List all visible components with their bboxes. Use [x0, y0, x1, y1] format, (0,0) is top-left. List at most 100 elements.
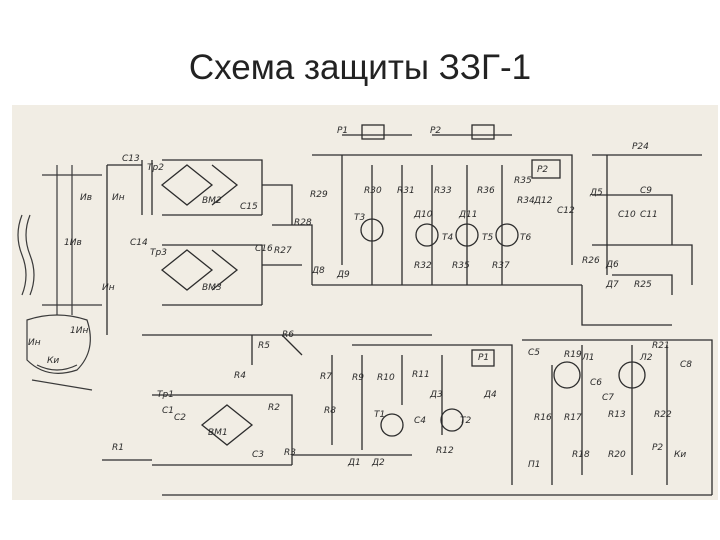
label-bottom-28: R18 [572, 450, 590, 460]
label-top-24: С11 [640, 210, 658, 220]
label-hand-2: 1Ив [64, 238, 82, 248]
label-bottom-38: Л2 [639, 353, 653, 363]
label-top-4: R30 [364, 186, 382, 196]
label-top-29: Т3 [354, 213, 365, 223]
label-top-5: R31 [397, 186, 415, 196]
label-top-12: Тр2 [147, 163, 164, 173]
label-bottom-16: Д1 [347, 458, 361, 468]
label-bottom-25: R13 [608, 410, 626, 420]
label-top-20: ВМ3 [202, 283, 222, 293]
label-bottom-7: R10 [377, 373, 395, 383]
label-top-22: С9 [640, 186, 652, 196]
label-top-2: Р24 [632, 142, 649, 152]
label-top-28: Д10 [413, 210, 433, 220]
label-bottom-35: С7 [602, 393, 614, 403]
label-top-27: Д12 [533, 196, 553, 206]
label-top-39: R25 [634, 280, 652, 290]
label-top-11: С13 [122, 154, 140, 164]
top-labels: Р1 Р2 Р24 Р2 R30 R31 R33 R36 R29 R35 R34… [122, 126, 658, 293]
label-bottom-0: R6 [282, 330, 294, 340]
label-top-38: Д9 [336, 270, 350, 280]
label-top-1: Р2 [430, 126, 441, 136]
label-top-30: Т4 [442, 233, 453, 243]
label-bottom-26: R16 [534, 413, 552, 423]
label-hand-0: Ив [80, 193, 92, 203]
label-bottom-36: С8 [680, 360, 692, 370]
top-relays [361, 124, 561, 179]
label-top-18: Тр3 [150, 248, 167, 258]
label-hand-4: Ки [47, 356, 59, 366]
label-top-41: Д7 [605, 280, 619, 290]
label-bottom-12: Т1 [374, 410, 385, 420]
label-bottom-33: С5 [528, 348, 540, 358]
label-top-25: С12 [557, 206, 575, 216]
label-bottom-21: Тр1 [157, 390, 174, 400]
label-top-6: R33 [434, 186, 452, 196]
label-bottom-2: R4 [234, 371, 246, 381]
label-top-31: Т5 [482, 233, 493, 243]
label-top-19: ВМ2 [202, 196, 222, 206]
label-bottom-32: R22 [654, 410, 672, 420]
label-top-34: R35 [452, 261, 470, 271]
label-bottom-34: С6 [590, 378, 602, 388]
label-top-14: С16 [255, 244, 273, 254]
label-bottom-4: R7 [320, 372, 332, 382]
label-top-3: Р2 [537, 165, 548, 175]
label-top-7: R36 [477, 186, 495, 196]
top-circuit-wiring [106, 134, 702, 335]
label-top-26: Д11 [458, 210, 477, 220]
label-bottom-1: R5 [258, 341, 270, 351]
label-top-15: R27 [274, 246, 292, 256]
bottom-transistors-and-lamps [380, 349, 646, 437]
label-bottom-39: П1 [528, 460, 541, 470]
label-bottom-31: R21 [652, 341, 670, 351]
label-top-16: R28 [294, 218, 312, 228]
hand-drawn-transformer [17, 165, 102, 391]
label-bottom-6: R9 [352, 373, 364, 383]
slide-title: Схема защиты ЗЗГ-1 [188, 48, 532, 87]
label-bottom-30: R20 [608, 450, 626, 460]
schematic-scan: Ив Ин 1Ив 1Ин Ки Ин Ин [12, 105, 718, 500]
label-bottom-37: Л1 [581, 353, 595, 363]
label-top-23: С10 [618, 210, 636, 220]
label-top-10: R34 [517, 196, 535, 206]
label-top-37: Д8 [311, 266, 325, 276]
label-bottom-3: R3 [284, 448, 296, 458]
label-top-35: R37 [492, 261, 510, 271]
label-bottom-40: Р2 [652, 443, 663, 453]
label-bottom-5: R8 [324, 406, 336, 416]
label-bottom-24: R1 [112, 443, 124, 453]
label-top-33: R32 [414, 261, 432, 271]
label-bottom-23: R2 [268, 403, 280, 413]
label-hand-6: Ин [28, 338, 41, 348]
label-top-8: R29 [310, 190, 328, 200]
top-transistors [360, 218, 519, 247]
label-bottom-13: Т2 [460, 416, 471, 426]
label-hand-3: 1Ин [70, 326, 88, 336]
bottom-circuit-wiring [102, 334, 713, 496]
label-bottom-18: С1 [162, 406, 174, 416]
label-top-17: С14 [130, 238, 148, 248]
label-bottom-22: ВМ1 [208, 428, 228, 438]
label-bottom-29: R19 [564, 350, 582, 360]
label-bottom-15: R12 [436, 446, 454, 456]
label-top-13: С15 [240, 202, 258, 212]
label-bottom-9: Р1 [478, 353, 489, 363]
label-hand-5: Ин [102, 283, 115, 293]
label-top-9: R35 [514, 176, 532, 186]
label-bottom-10: Д3 [429, 390, 443, 400]
label-top-36: R26 [582, 256, 600, 266]
label-top-40: Д6 [605, 260, 619, 270]
label-bottom-14: С4 [414, 416, 426, 426]
label-bottom-17: Д2 [371, 458, 385, 468]
label-bottom-19: С2 [174, 413, 186, 423]
label-top-0: Р1 [337, 126, 348, 136]
label-bottom-8: R11 [412, 370, 430, 380]
label-bottom-27: R17 [564, 413, 582, 423]
label-bottom-20: С3 [252, 450, 264, 460]
label-hand-1: Ин [112, 193, 125, 203]
label-bottom-41: Ки [674, 450, 686, 460]
label-top-21: Д5 [589, 188, 603, 198]
label-bottom-11: Д4 [483, 390, 497, 400]
bottom-labels: R6 R5 R4 R3 R7 R8 R9 R10 R11 Р1 Д3 Д4 Т1… [112, 330, 692, 470]
